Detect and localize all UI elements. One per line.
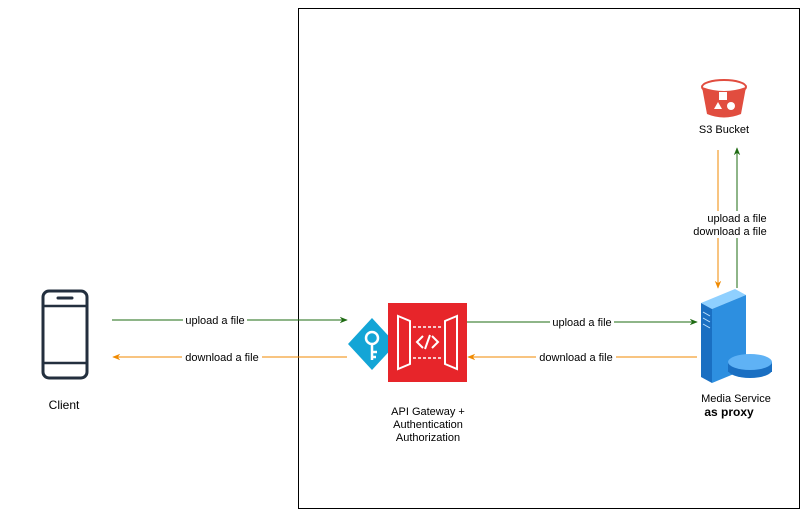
- gateway-label-line1: API Gateway +: [391, 406, 465, 418]
- service-boundary: [298, 8, 800, 509]
- gateway-upload-label: upload a file: [552, 317, 611, 329]
- gateway-upload-label-bg: [550, 315, 614, 329]
- s3-label: S3 Bucket: [699, 124, 749, 136]
- media-label-line1: Media Service: [701, 393, 771, 405]
- client-upload-label: upload a file: [185, 315, 244, 327]
- s3-download-label: download a file: [693, 226, 766, 238]
- client-upload-label-bg: [183, 313, 247, 327]
- server-icon: [701, 289, 772, 383]
- gateway-label-line3: Authorization: [396, 432, 460, 444]
- key-icon: [348, 318, 396, 370]
- media-label-line2: as proxy: [704, 405, 754, 419]
- client-download-label: download a file: [185, 352, 258, 364]
- mobile-phone-icon: [41, 289, 89, 380]
- gateway-download-label: download a file: [539, 352, 612, 364]
- client-label: Client: [49, 398, 80, 412]
- client-download-label-bg: [182, 350, 262, 364]
- s3-labels-bg: [702, 211, 770, 238]
- s3-bucket-icon: [701, 79, 747, 118]
- gateway-download-label-bg: [536, 350, 616, 364]
- s3-upload-label: upload a file: [707, 213, 766, 225]
- api-gateway-icon: [388, 303, 467, 382]
- gateway-label-line2: Authentication: [393, 419, 463, 431]
